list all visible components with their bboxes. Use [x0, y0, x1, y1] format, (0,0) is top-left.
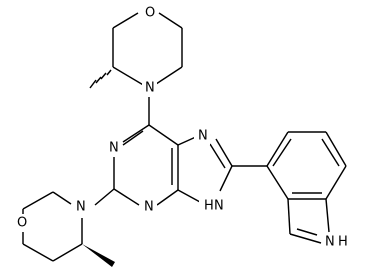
bond-indole-benzene-4	[325, 165, 347, 200]
atom-label-indole-n: N	[325, 235, 335, 250]
atom-label-nh-imidazole-n: N	[214, 199, 224, 214]
n-imidazole-label-background	[194, 128, 210, 145]
bond-imidazole-right-upper	[215, 138, 233, 167]
atom-label-n-ring-left: N	[109, 141, 119, 156]
bond-imidazole-bottom	[177, 189, 201, 203]
atom-label-n-imidazole: N	[198, 129, 208, 144]
bond-indole-benzene-3	[325, 131, 347, 167]
atom-label-nh-imidazole-h: H	[204, 199, 214, 214]
bond-indole-pyrrole-bottom-inner	[296, 228, 318, 236]
bond-indole-pyrrole-right	[325, 198, 330, 233]
n-top-label-background	[142, 80, 157, 97]
bond-indole-benzene-1	[266, 131, 289, 167]
lower-methyl-wedge	[82, 244, 115, 267]
atom-label-indole-h: H	[338, 235, 348, 250]
bond-upper-left-o	[112, 12, 139, 29]
bond-purine-left-bottom	[113, 188, 140, 206]
n-bottom-label-background	[73, 199, 89, 216]
bond-lower-left-bottom	[22, 243, 54, 262]
n-ring-left-label-background	[106, 140, 122, 157]
bond-indole-benzene-1-inner	[272, 138, 292, 167]
indole-nh-label-background	[323, 234, 359, 251]
bond-purine-bottom-right	[156, 189, 179, 206]
bond-indole-benzene-6	[266, 165, 289, 200]
o-bottom-label-background	[15, 215, 31, 232]
bond-upper-n-left	[112, 66, 146, 87]
bond-indole-benzene-3-inner	[321, 138, 340, 167]
bond-purine-top-left	[122, 124, 150, 143]
atom-label-o-top: O	[145, 6, 155, 21]
bond-imidazole-right-lower	[219, 165, 233, 192]
bond-purine-top-right	[148, 124, 179, 146]
nh-imidazole-label-background	[199, 199, 229, 216]
bond-lower-bottom-right	[52, 243, 83, 262]
bond-indole-pyrrole-bottom	[289, 233, 322, 244]
bond-upper-morpholine-right-n	[152, 66, 183, 87]
atom-label-n-top: N	[145, 81, 155, 96]
atom-label-n-ring-bottom: N	[144, 200, 154, 215]
bond-lower-left-up	[22, 191, 54, 210]
n-ring-bottom-label-background	[141, 199, 157, 216]
upper-methyl-stereobond	[89, 69, 112, 89]
atom-label-o-bottom: O	[17, 216, 27, 231]
bond-o-top-right-upper	[158, 12, 183, 29]
bond-indole-pyrrole-left	[287, 198, 291, 235]
bond-lower-n-to-left	[52, 191, 72, 205]
o-top-label-background	[143, 5, 158, 22]
bond-purine-top-left-inner	[122, 130, 144, 146]
atom-label-n-bottom: N	[76, 200, 86, 215]
bond-lower-n-to-purine	[94, 188, 115, 206]
bond-imidazole-right-upper-inner	[209, 143, 226, 169]
